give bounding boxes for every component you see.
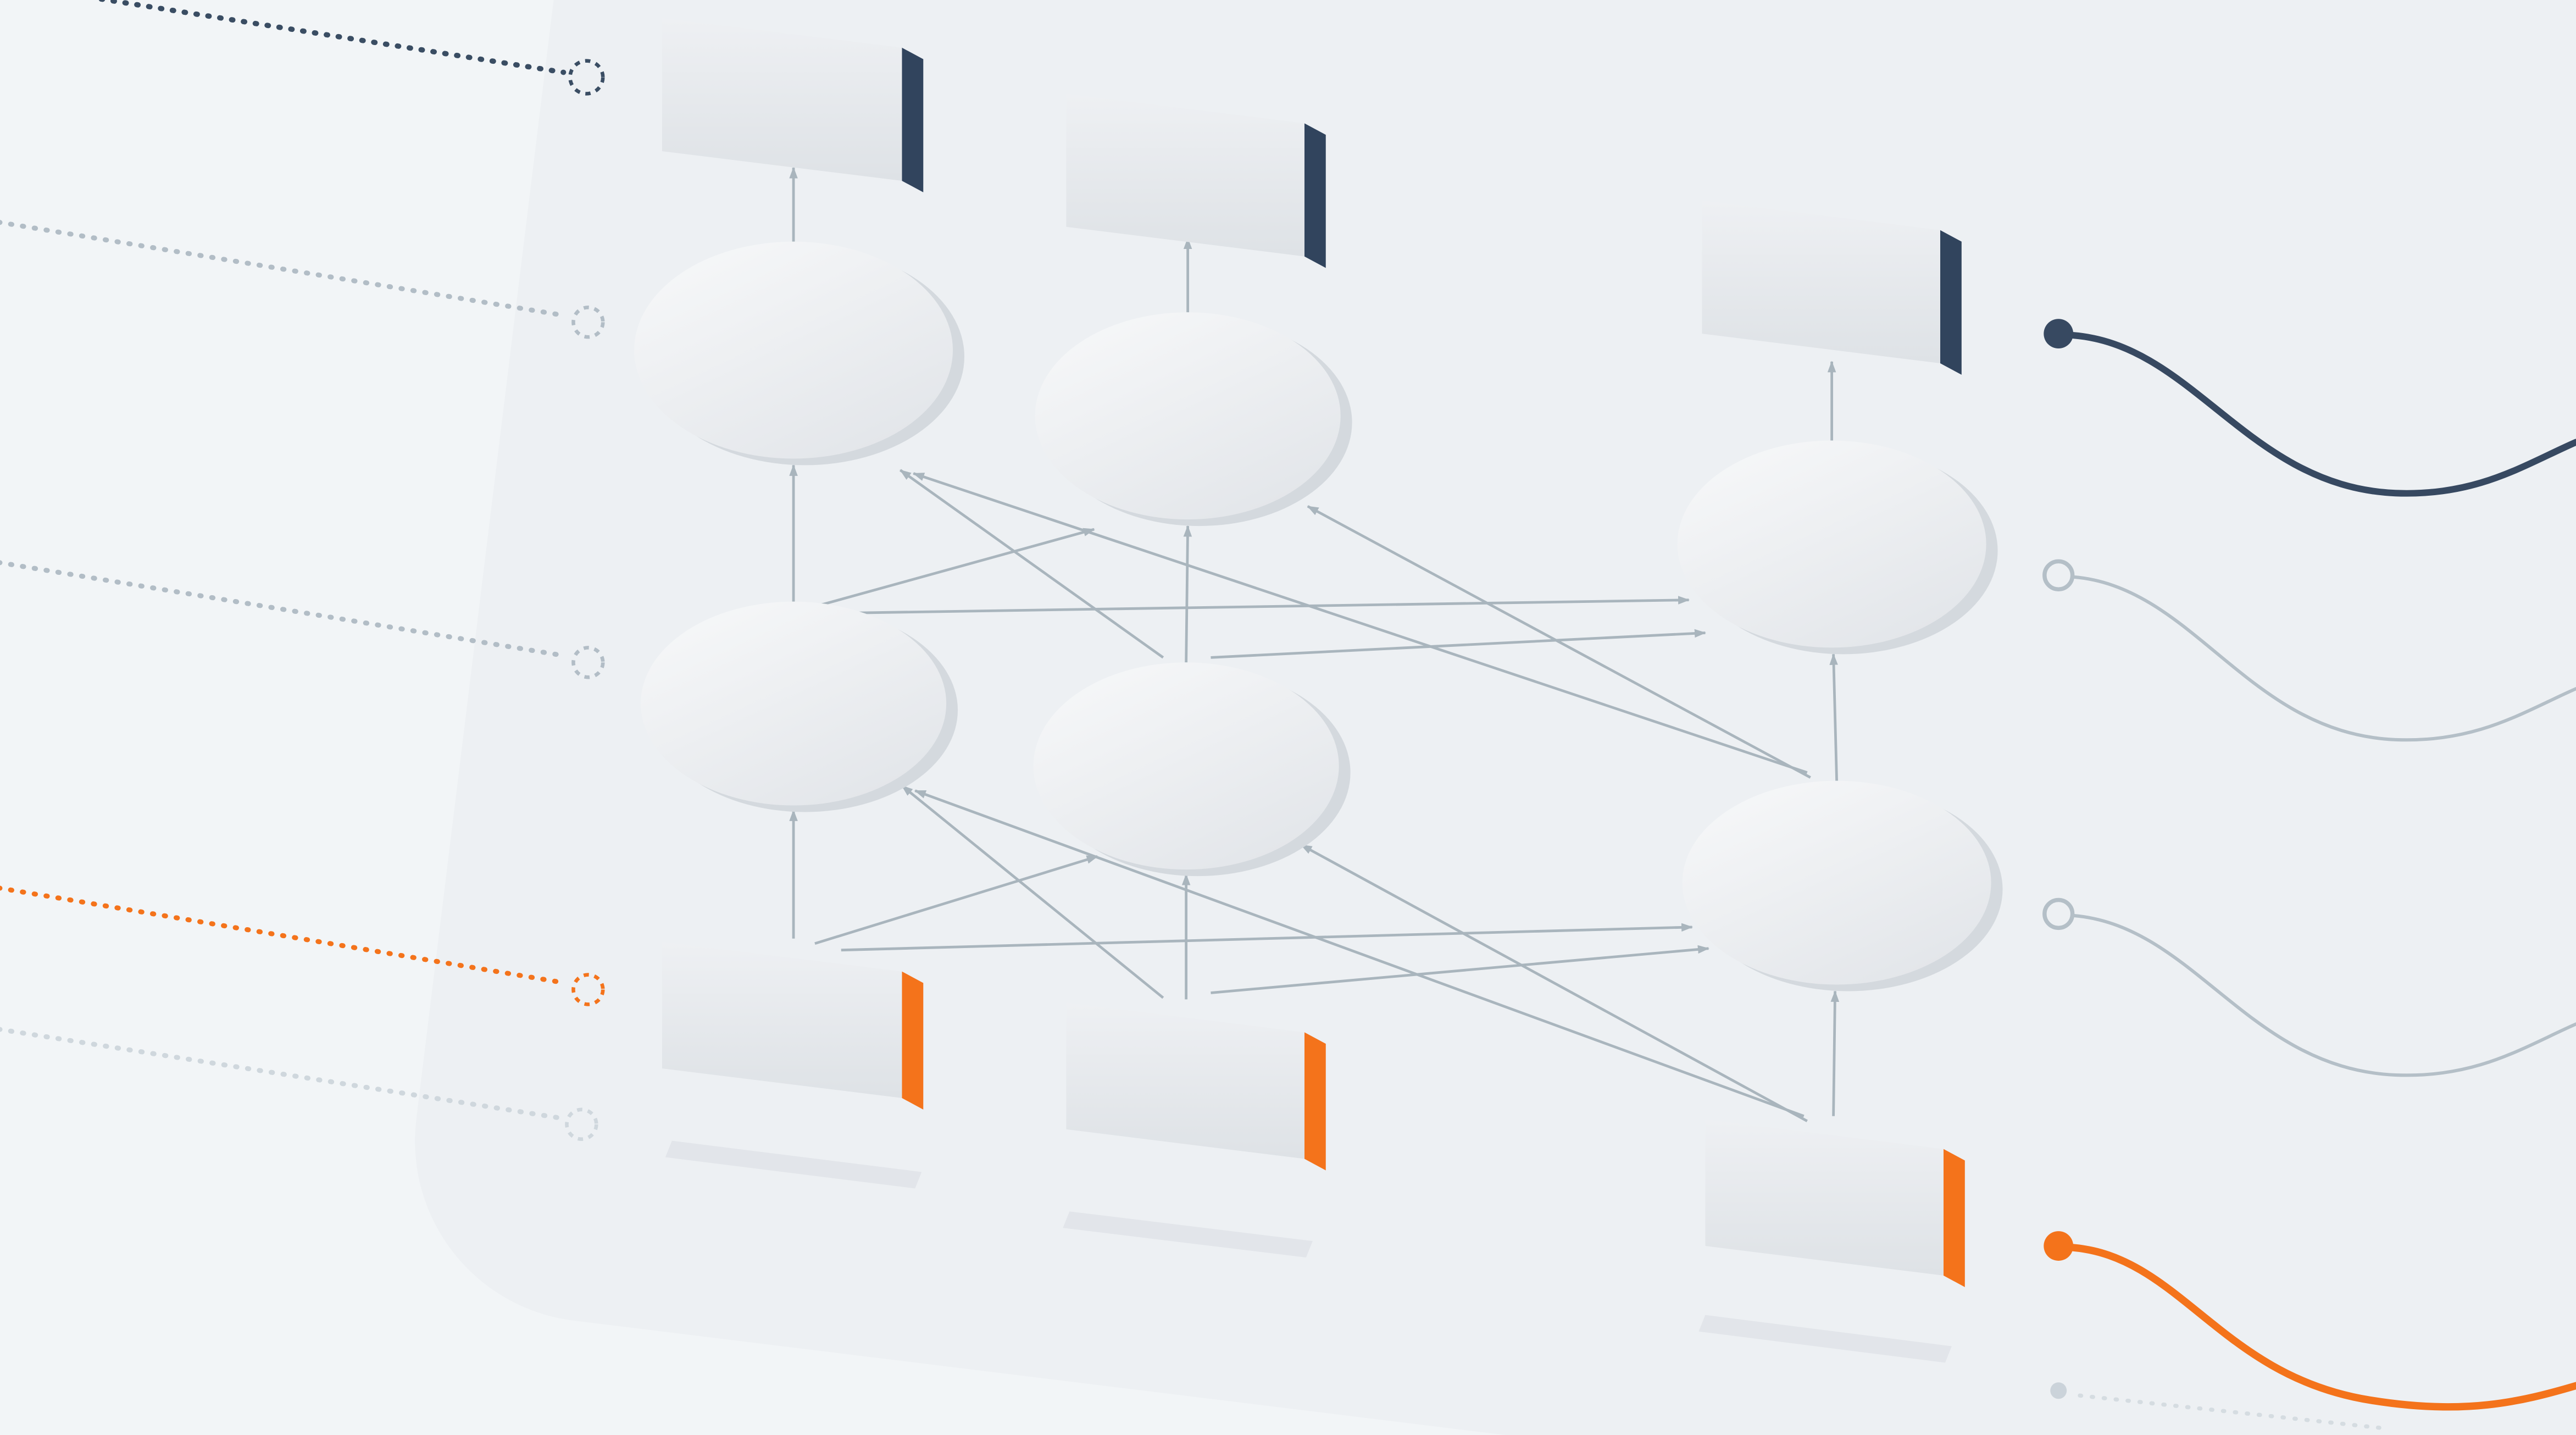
arrow-lower2-upper2	[1183, 525, 1192, 663]
arrow-in1-lower3	[841, 923, 1693, 952]
hidden-node-lower-2	[1033, 662, 1351, 877]
output-curve-gray-1	[2072, 575, 2576, 742]
input-lead-4-ring	[571, 973, 605, 1006]
input-box-2	[1066, 1002, 1326, 1171]
input-box-1	[662, 941, 924, 1110]
arrow-lower1-upper3	[841, 596, 1690, 614]
input-lead-2-dotted-line	[0, 220, 568, 318]
hidden-node-lower-1	[641, 601, 958, 812]
arrow-in3-lower2	[1300, 844, 1808, 1122]
hidden-node-upper-2	[1035, 312, 1352, 527]
input-lead-5-ring	[565, 1107, 598, 1141]
hidden-node-upper-3	[1677, 440, 1998, 655]
hidden-node-upper-1-face	[634, 241, 953, 459]
arrow-in3-lower1	[914, 789, 1805, 1118]
hidden-node-lower-3-face	[1682, 780, 1991, 985]
arrow-lower2-upper1	[900, 469, 1164, 659]
input-box-3	[1705, 1119, 1965, 1287]
input-box-shadow-1	[665, 1140, 922, 1189]
arrow-lower1-upper2	[814, 528, 1095, 608]
arrow-in3-lower3	[1830, 990, 1840, 1116]
output-curve-gray-1-dot	[2042, 559, 2075, 591]
input-box-2-edge	[1304, 1032, 1326, 1171]
input-box-2-face	[1066, 1002, 1304, 1159]
hidden-node-upper-3-face	[1677, 440, 1986, 648]
arrow-lower2-upper3	[1211, 629, 1706, 659]
arrow-in1-lower2	[814, 855, 1098, 945]
input-box-shadow-2	[1063, 1211, 1313, 1257]
input-lead-2-ring	[571, 305, 605, 339]
hidden-node-upper-2-face	[1035, 312, 1341, 520]
input-lead-5-dotted-line	[0, 1027, 562, 1121]
input-box-1-face	[662, 941, 902, 1098]
arrow-lower3-upper1	[912, 472, 1808, 774]
output-box-2	[1066, 93, 1326, 268]
output-curve-orange-dot	[2044, 1231, 2074, 1261]
output-curve-navy	[2070, 332, 2576, 497]
output-box-3	[1702, 200, 1962, 375]
output-curve-gray-2	[2072, 913, 2576, 1077]
arrow-lower3-upper2	[1307, 505, 1811, 779]
input-lead-3-dotted-line	[0, 560, 568, 658]
output-box-1	[662, 18, 924, 192]
input-box-1-edge	[902, 971, 924, 1110]
output-curve-navy-dot	[2044, 319, 2074, 349]
input-lead-1-ring	[568, 59, 605, 96]
hidden-node-lower-3	[1682, 780, 2003, 991]
output-box-1-face	[662, 18, 902, 181]
output-curve-orange	[2069, 1244, 2576, 1411]
hidden-node-lower-1-face	[641, 601, 947, 806]
input-box-3-face	[1705, 1119, 1944, 1276]
output-box-3-face	[1702, 200, 1940, 363]
output-curve-gray-2-dot	[2042, 897, 2075, 930]
output-box-2-edge	[1304, 123, 1326, 268]
arrow-in2-lower1	[901, 784, 1164, 999]
input-lead-1-dotted-line	[90, 0, 567, 75]
input-lead-3-ring	[571, 646, 605, 679]
faded-output-lead-dot	[2050, 1382, 2067, 1399]
hidden-node-lower-2-face	[1033, 662, 1339, 870]
faded-output-lead-dotted-line	[2078, 1393, 2388, 1431]
arrow-lower3-upper3	[1829, 653, 1838, 781]
hidden-node-upper-1	[634, 241, 965, 466]
input-box-3-edge	[1943, 1149, 1965, 1287]
output-box-1-edge	[902, 47, 924, 192]
output-box-3-edge	[1940, 230, 1962, 375]
arrow-in2-lower3	[1211, 945, 1709, 994]
input-box-shadow-3	[1698, 1315, 1952, 1363]
output-box-2-face	[1066, 93, 1304, 257]
input-lead-4-dotted-line	[0, 885, 568, 986]
